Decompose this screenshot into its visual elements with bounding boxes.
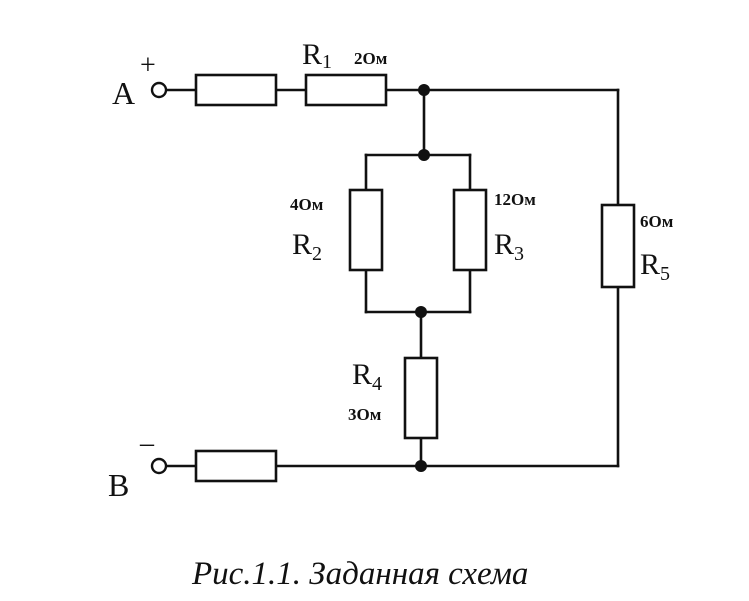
terminal-a-polarity: + <box>140 50 156 81</box>
terminal-b-label: B <box>108 467 129 503</box>
resistor-r1 <box>304 73 388 107</box>
node-parallel-bottom <box>415 306 427 318</box>
node-parallel-top <box>418 149 430 161</box>
r1-value: 2Ом <box>354 49 388 68</box>
terminal-a-circle <box>150 81 168 99</box>
resistor-r4 <box>403 356 439 440</box>
r3-name: R3 <box>494 228 524 265</box>
r5-value: 6Ом <box>640 212 674 231</box>
resistor-r5 <box>600 203 636 289</box>
r2-value: 4Ом <box>290 195 324 214</box>
fuse-bottom <box>194 449 278 483</box>
r4-value: 3Ом <box>348 405 382 424</box>
terminal-b-circle <box>150 457 168 475</box>
figure-caption: Рис.1.1. Заданная схема <box>191 556 528 592</box>
r5-name: R5 <box>640 248 670 285</box>
r3-value: 12Ом <box>494 190 536 209</box>
r1-name: R1 <box>302 38 332 73</box>
node-bottom <box>415 460 427 472</box>
r2-name: R2 <box>292 228 322 265</box>
wires <box>164 88 620 468</box>
resistor-r2 <box>348 188 384 272</box>
resistor-r3 <box>452 188 488 272</box>
terminal-a-label: A <box>112 75 135 111</box>
r4-name: R4 <box>352 358 382 395</box>
fuse-top <box>194 73 278 107</box>
terminal-b-polarity: – <box>139 428 155 459</box>
node-top <box>418 84 430 96</box>
